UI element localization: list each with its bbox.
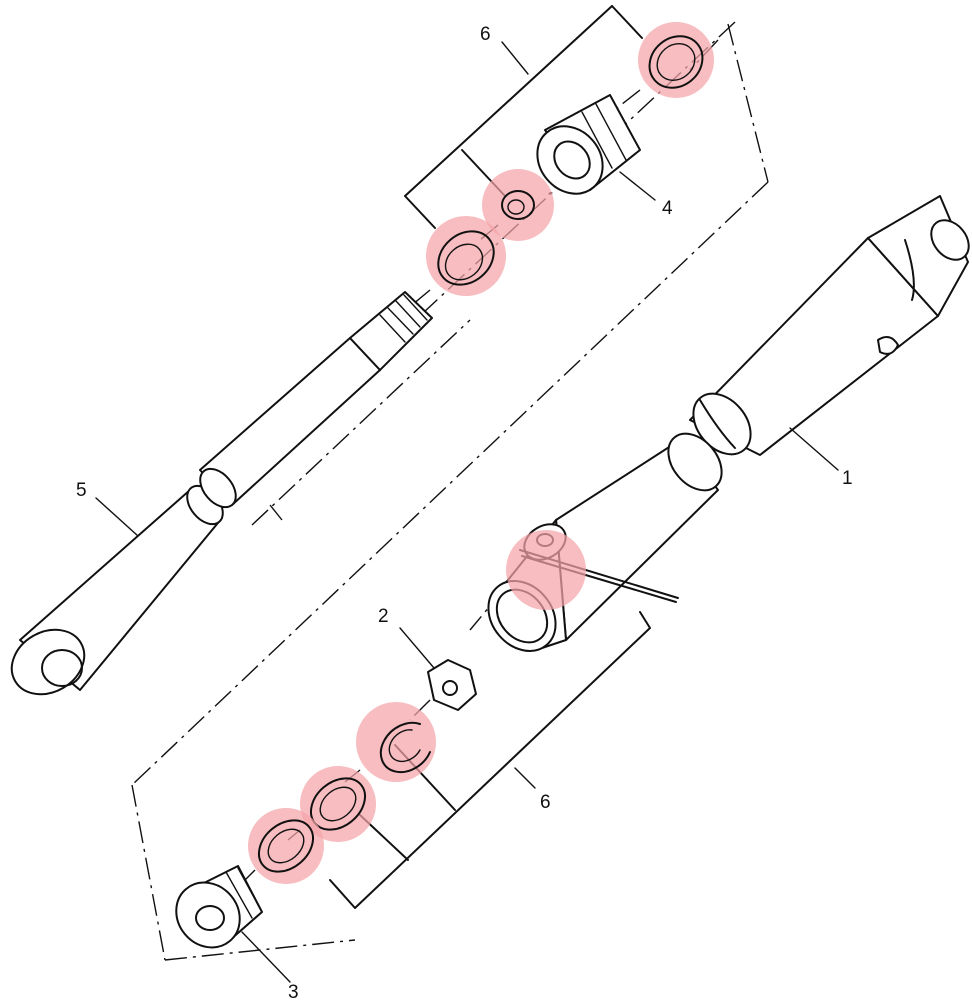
seal-ring-top [638, 22, 714, 98]
seal-kit-highlights [248, 22, 714, 884]
seal-ring-lower-2 [248, 808, 324, 884]
seal-ring-middle [426, 216, 506, 296]
lower-barrel-section [487, 432, 723, 652]
callout-1: 1 [842, 468, 853, 489]
part-2-nut [427, 659, 477, 711]
callout-5: 5 [76, 480, 87, 501]
callout-2: 2 [378, 606, 389, 627]
part-1-cylinder-barrel [689, 195, 970, 456]
leader-lines [95, 171, 839, 983]
seal-ring-split [356, 702, 436, 782]
part-4-gland [536, 94, 641, 195]
callout-3: 3 [288, 982, 299, 1000]
callout-4: 4 [662, 198, 673, 219]
callout-6-bottom: 6 [540, 792, 551, 813]
callouts: 1 2 3 4 5 6 6 [76, 24, 853, 1000]
seal-ring-small [482, 169, 554, 241]
part-3-end-cap [175, 865, 263, 949]
part-5-piston-rod [10, 291, 433, 696]
fitting-highlight [506, 530, 586, 610]
rod-threads [379, 294, 428, 343]
callout-6-top: 6 [480, 24, 491, 45]
